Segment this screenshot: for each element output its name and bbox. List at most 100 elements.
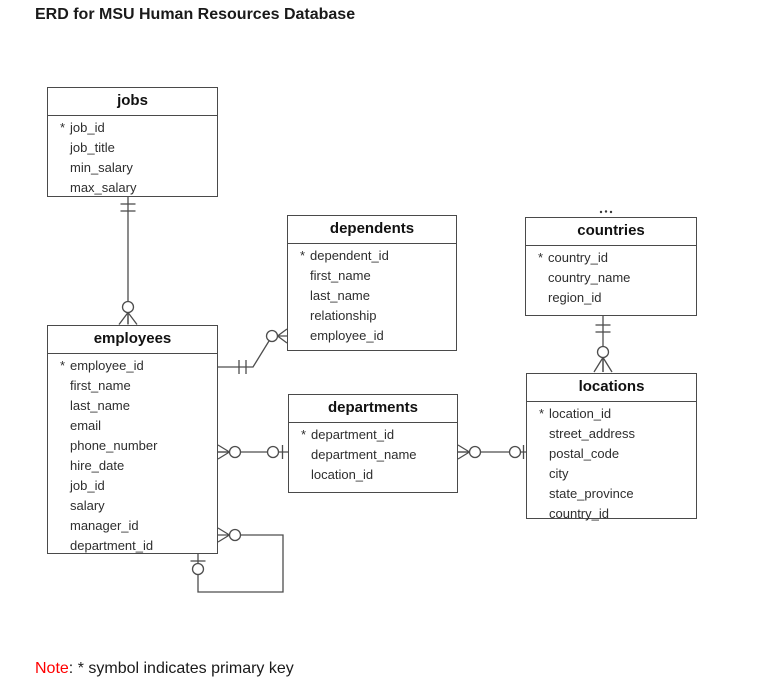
one-and-only-one-ticks-icon <box>120 203 136 212</box>
entity-locations-title: locations <box>527 374 696 402</box>
attribute-name: postal_code <box>549 446 620 461</box>
attribute-email: email <box>48 416 217 436</box>
crow-foot-many-icon <box>593 357 613 373</box>
crow-foot-many-icon <box>217 527 230 543</box>
zero-circle-icon <box>596 345 610 359</box>
zero-circle-icon <box>121 300 135 314</box>
attribute-name: country_name <box>548 270 631 285</box>
zero-circle-icon <box>468 445 482 459</box>
attribute-name: location_id <box>549 406 612 421</box>
zero-circle-icon <box>228 445 242 459</box>
entity-jobs-title: jobs <box>48 88 217 116</box>
one-and-only-one-ticks-icon <box>595 324 611 333</box>
relationship-employees-departments <box>217 444 288 460</box>
attribute-job_id: * job_id <box>48 118 217 138</box>
attribute-job_title: job_title <box>48 138 217 158</box>
entity-jobs: jobs * job_id job_title min_salary max_salar… <box>47 87 218 197</box>
attribute-name: min_salary <box>70 160 133 175</box>
entity-countries-attributes: * country_id country_name region_id <box>526 246 696 308</box>
crow-foot-many-icon <box>217 444 230 460</box>
attribute-name: salary <box>70 498 105 513</box>
attribute-name: region_id <box>548 290 602 305</box>
attribute-phone_number: phone_number <box>48 436 217 456</box>
attribute-name: city <box>549 466 569 481</box>
attribute-department_name: department_name <box>289 445 457 465</box>
entity-countries: countries * country_id country_name region_… <box>525 217 697 316</box>
attribute-name: last_name <box>70 398 130 413</box>
entity-dependents-attributes: *dependent_id first_name last_name relation… <box>288 244 456 346</box>
note-text: : * symbol indicates primary key <box>68 660 294 677</box>
attribute-name: job_id <box>70 120 105 135</box>
attribute-name: hire_date <box>70 458 125 473</box>
zero-circle-icon <box>508 445 522 459</box>
attribute-name: employee_id <box>70 358 144 373</box>
attribute-name: max_salary <box>70 180 137 195</box>
attribute-state_province: state_province <box>527 484 696 504</box>
one-and-only-one-ticks-icon <box>238 360 247 374</box>
attribute-name: dependent_id <box>310 248 389 263</box>
primary-key-asterisk: * <box>60 358 66 373</box>
attribute-name: job_title <box>70 140 115 155</box>
attribute-name: first_name <box>70 378 131 393</box>
attribute-name: first_name <box>310 268 371 283</box>
attribute-name: country_id <box>548 250 608 265</box>
attribute-relationship: relationship <box>288 306 456 326</box>
relationship-departments-locations <box>457 444 528 460</box>
entity-countries-title: countries <box>526 218 696 246</box>
zero-circle-icon <box>191 562 205 576</box>
entity-departments-title: departments <box>289 395 457 423</box>
attribute-name: email <box>70 418 102 433</box>
attribute-first_name: first_name <box>48 376 217 396</box>
attribute-country_name: country_name <box>526 268 696 288</box>
zero-circle-icon <box>265 329 279 343</box>
relationship-jobs-employees <box>118 197 138 325</box>
attribute-name: manager_id <box>70 518 139 533</box>
relationship-employees-self <box>190 527 284 593</box>
entity-employees-title: employees <box>48 326 217 354</box>
attribute-name: job_id <box>70 478 105 493</box>
entity-departments: departments * department_id department_nam… <box>288 394 458 493</box>
attribute-name: relationship <box>310 308 377 323</box>
attribute-hire_date: hire_date <box>48 456 217 476</box>
attribute-manager_id: manager_id <box>48 516 217 536</box>
primary-key-asterisk: * <box>60 120 66 135</box>
zero-circle-icon <box>228 528 242 542</box>
attribute-max_salary: max_salary <box>48 178 217 198</box>
attribute-location_id: * location_id <box>527 404 696 424</box>
attribute-department_id: department_id <box>48 536 217 556</box>
attribute-name: department_id <box>70 538 154 553</box>
primary-key-asterisk: * <box>538 250 544 265</box>
crow-foot-many-icon <box>118 312 138 325</box>
crow-foot-many-icon <box>457 444 470 460</box>
attribute-dependent_id: *dependent_id <box>288 246 456 266</box>
attribute-first_name: first_name <box>288 266 456 286</box>
attribute-name: employee_id <box>310 328 384 343</box>
zero-circle-icon <box>266 445 280 459</box>
attribute-job_id: job_id <box>48 476 217 496</box>
attribute-employee_id: employee_id <box>288 326 456 346</box>
attribute-last_name: last_name <box>288 286 456 306</box>
entity-departments-attributes: * department_id department_name location_id <box>289 423 457 485</box>
attribute-name: phone_number <box>70 438 158 453</box>
note-label: Note <box>35 660 69 677</box>
primary-key-asterisk: * <box>301 427 307 442</box>
attribute-name: department_name <box>311 447 417 462</box>
attribute-city: city <box>527 464 696 484</box>
primary-key-note: Note: * symbol indicates primary key <box>35 660 294 678</box>
clipped-artifact-marks <box>599 210 613 214</box>
relationship-countries-locations <box>593 316 613 373</box>
attribute-name: department_id <box>311 427 395 442</box>
page-title: ERD for MSU Human Resources Database <box>35 6 356 23</box>
attribute-last_name: last_name <box>48 396 217 416</box>
attribute-location_id: location_id <box>289 465 457 485</box>
primary-key-asterisk: * <box>539 406 545 421</box>
entity-employees: employees * employee_id first_name last_nam… <box>47 325 218 554</box>
crow-foot-many-icon <box>277 328 288 344</box>
entity-jobs-attributes: * job_id job_title min_salary max_salary <box>48 116 217 198</box>
attribute-salary: salary <box>48 496 217 516</box>
